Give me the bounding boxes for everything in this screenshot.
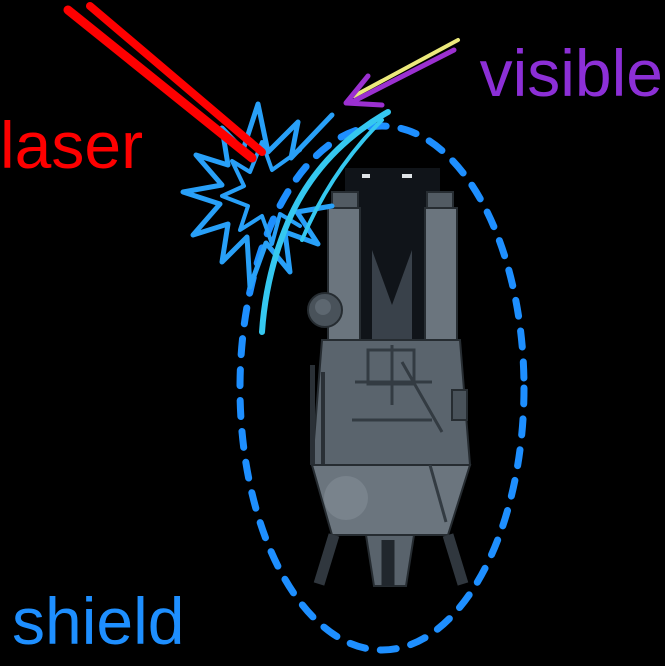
ship-panel-box: [366, 348, 416, 386]
ship-light-right: [402, 174, 412, 178]
ship-panel-lines: [352, 345, 444, 433]
deflect-curve-secondary: [300, 118, 384, 242]
ship-prong-right: [424, 207, 458, 349]
visible-arrow-yellow-line: [352, 38, 460, 98]
ship-antenna-2: [321, 372, 325, 465]
shield-ellipse: [236, 122, 528, 654]
ship-top-dark-mass: [345, 168, 440, 345]
visible-arrowhead: [343, 73, 385, 108]
laser-label: laser: [0, 108, 143, 182]
ship-lower-panel-line: [428, 464, 448, 523]
ship-center-wedge: [372, 250, 412, 345]
ship-side-pod-inner: [315, 299, 331, 315]
visible-label: visible: [480, 36, 663, 110]
ship-prong-left: [327, 207, 361, 349]
spaceship-illustration: [307, 168, 472, 587]
laser-beam: [63, 2, 266, 163]
ship-light-left: [362, 174, 370, 178]
deflect-curve-main: [259, 109, 391, 335]
ship-antenna-1: [310, 365, 315, 465]
visible-arrow: [343, 38, 460, 108]
ship-leg-right: [442, 533, 469, 586]
burst-inner: [220, 140, 302, 246]
burst-outer: [180, 101, 335, 290]
impact-burst: [180, 101, 335, 290]
laser-line-1: [63, 5, 257, 163]
shield-label: shield: [12, 584, 184, 658]
ship-hull-blob: [324, 476, 368, 520]
ship-right-pod: [451, 389, 468, 421]
deflection-curves: [259, 109, 391, 335]
ship-leg-left: [313, 533, 340, 586]
visible-arrow-purple-line: [349, 47, 457, 105]
laser-line-2: [86, 2, 266, 156]
